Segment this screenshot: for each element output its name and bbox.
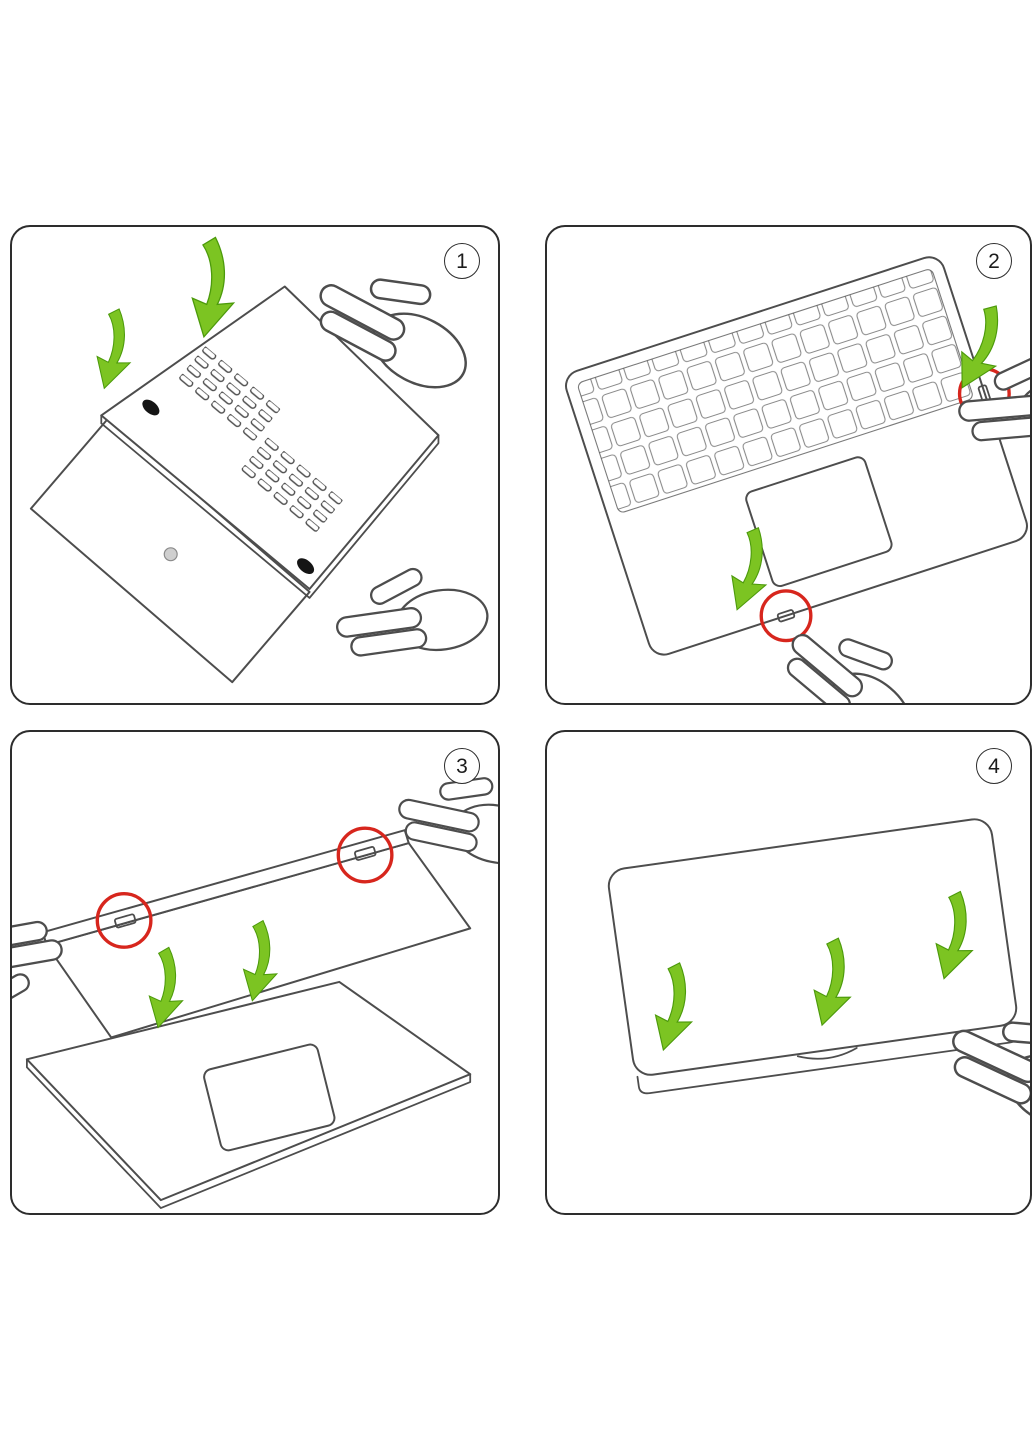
step-panel-1: 1: [10, 225, 500, 705]
logo-dot: [163, 547, 178, 562]
step-panel-2: 2: [545, 225, 1032, 705]
green-arrow-icon: [85, 305, 146, 395]
step-badge: 1: [444, 243, 480, 279]
red-circle-marker: [336, 826, 394, 884]
red-circle-marker: [95, 891, 153, 949]
hand-icon: [770, 598, 944, 703]
laptop-bottom-case: [100, 285, 440, 599]
illustration-step-3-top-cover: [12, 758, 498, 1209]
vent-grid: [178, 346, 281, 442]
keyboard: [578, 269, 973, 512]
thumb-notch: [796, 1047, 858, 1060]
illustration-step-1-bottom-case: [29, 234, 494, 684]
red-circle-marker: [759, 589, 813, 643]
step-number: 1: [456, 249, 468, 273]
laptop-lid: [607, 818, 1018, 1076]
vent-grid: [240, 437, 344, 534]
step-badge: 2: [976, 243, 1012, 279]
step-number: 2: [988, 249, 1000, 273]
cover-clip: [354, 846, 377, 861]
laptop-base: [25, 980, 472, 1209]
trackpad: [203, 1043, 336, 1152]
step-badge: 3: [444, 748, 480, 784]
illustration-step-4-press-cover: [607, 818, 1030, 1143]
step-panel-4: 4: [545, 730, 1032, 1215]
illustration-step-2-clip-edges: [565, 256, 1030, 703]
step-number: 4: [988, 754, 1000, 778]
hand-icon: [329, 556, 493, 665]
laptop-keyboard-deck: [565, 256, 1028, 656]
step-panel-3: 3: [10, 730, 500, 1215]
step-badge: 4: [976, 748, 1012, 784]
rubber-foot: [142, 399, 160, 416]
cover-clip: [114, 913, 137, 929]
rubber-foot: [297, 558, 315, 574]
step-number: 3: [456, 754, 468, 778]
case-clip: [776, 609, 796, 623]
